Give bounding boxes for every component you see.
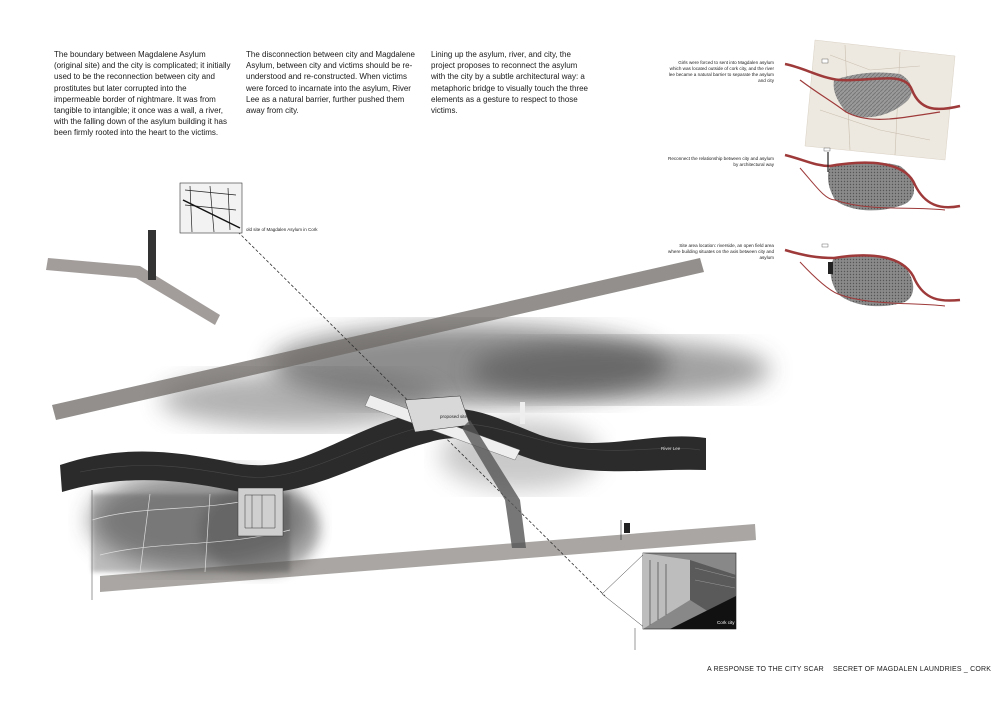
intro-paragraph-1: The boundary between Magdalene Asylum (o… — [54, 50, 231, 138]
side-note-2: Reconnect the relationship between city … — [668, 156, 774, 167]
side-note-1: Girls were forced to sent into Magdalen … — [668, 60, 774, 83]
cork-city-photo — [642, 552, 737, 630]
label-cork-city: Cork city — [717, 620, 735, 625]
intro-paragraph-2: The disconnection between city and Magda… — [246, 50, 415, 116]
old-site-sketch — [148, 182, 243, 280]
label-river-lee: River Lee — [661, 446, 681, 451]
side-note-3: Site area location: riverside, an open f… — [668, 243, 774, 260]
footer-title-right: SECRET OF MAGDALEN LAUNDRIES _ CORK — [833, 666, 992, 673]
intro-paragraph-3: Lining up the asylum, river, and city, t… — [431, 50, 588, 116]
axis-strips — [46, 258, 756, 592]
label-old-site: old site of Magdalen Asylum in Cork — [246, 227, 318, 232]
label-proposed-site: proposed site — [440, 414, 468, 419]
aerial-site-photo — [91, 487, 291, 600]
river-lee — [60, 408, 706, 494]
footer-title-left: A RESPONSE TO THE CITY SCAR — [707, 666, 824, 673]
